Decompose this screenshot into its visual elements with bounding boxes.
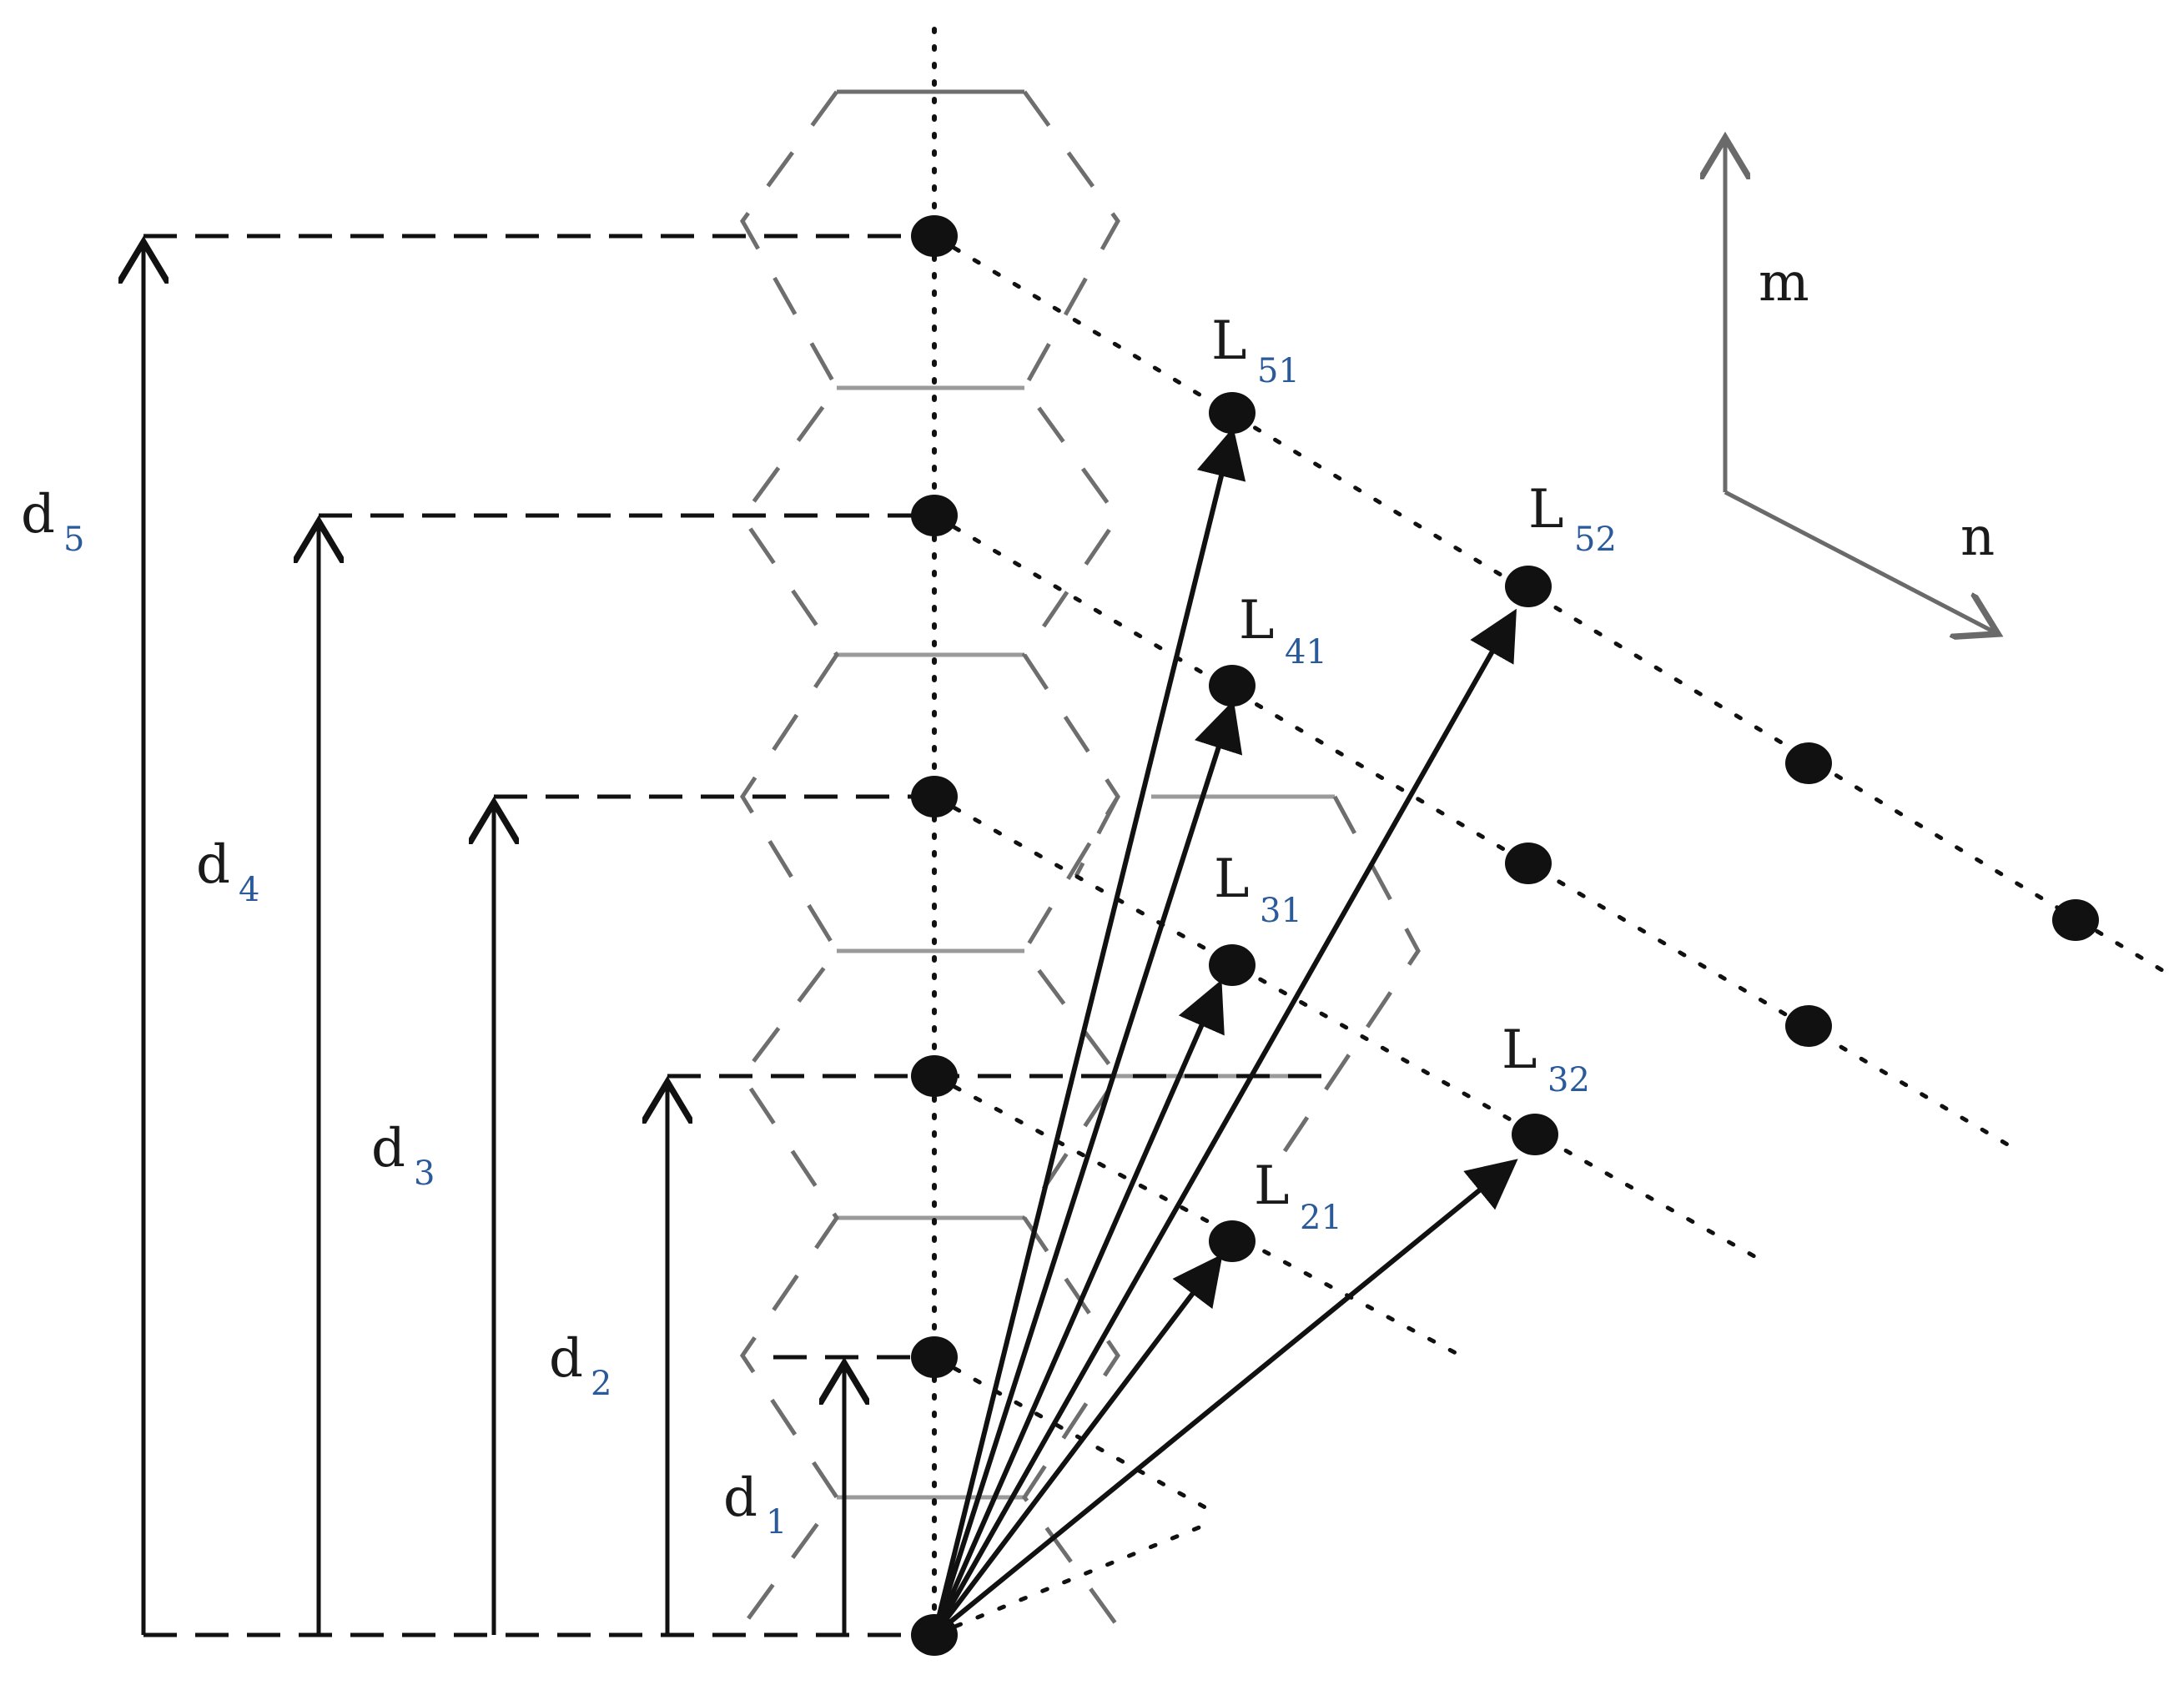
axis-label-m: m <box>1759 252 1809 314</box>
lattice-point <box>2052 899 2099 941</box>
label-d1-sub: 1 <box>766 1503 787 1542</box>
hexagon-lattice <box>739 89 1421 1628</box>
label-L31-main: L <box>1214 848 1250 910</box>
lattice-point <box>1209 1220 1256 1262</box>
label-L41-main: L <box>1239 590 1275 651</box>
label-L31-sub: 31 <box>1260 892 1302 930</box>
vector-L21 <box>932 1254 1223 1637</box>
level-lines <box>143 234 1326 1637</box>
diagonal-rows <box>932 234 2167 1637</box>
vector-L41 <box>932 700 1243 1636</box>
lattice-point <box>911 1055 958 1097</box>
lattice-point <box>911 776 958 817</box>
lattice-vectors <box>932 427 1518 1637</box>
lattice-point <box>1209 392 1256 434</box>
vector-L52 <box>932 608 1517 1637</box>
lattice-point <box>1505 842 1552 884</box>
label-d1-main: d <box>723 1467 757 1529</box>
lattice-point <box>1505 566 1552 607</box>
lattice-point <box>1785 742 1832 784</box>
vector-labels: L 21 L 31 L 32 L 41 L 51 L 52 <box>1211 310 1617 1237</box>
lattice-point <box>911 215 958 257</box>
origin-point <box>911 1614 958 1656</box>
label-d4-main: d <box>196 834 230 896</box>
lattice-points <box>911 215 2099 1656</box>
lattice-point <box>1512 1114 1558 1155</box>
label-L41-sub: 41 <box>1285 633 1327 671</box>
label-d2-main: d <box>549 1328 583 1390</box>
label-d5-sub: 5 <box>63 521 84 559</box>
label-L52-sub: 52 <box>1574 521 1617 559</box>
label-d3-main: d <box>371 1118 405 1180</box>
label-L32-main: L <box>1502 1019 1537 1081</box>
label-d3-sub: 3 <box>414 1154 435 1193</box>
lattice-point <box>911 1336 958 1378</box>
axis-label-n: n <box>1960 506 1995 568</box>
lattice-point <box>1209 944 1256 986</box>
vector-L31 <box>932 979 1225 1637</box>
label-L21-sub: 21 <box>1300 1199 1342 1237</box>
label-d2-sub: 2 <box>591 1365 611 1403</box>
lattice-point <box>1785 1005 1832 1047</box>
label-d5-main: d <box>21 484 55 546</box>
distance-labels: d 1 d 2 d 3 d 4 d 5 <box>21 484 787 1542</box>
label-L51-main: L <box>1211 310 1247 372</box>
label-L51-sub: 51 <box>1257 352 1300 390</box>
vector-L32 <box>933 1159 1518 1637</box>
lattice-point <box>911 495 958 536</box>
axis-indicator <box>1725 138 1998 634</box>
vector-L51 <box>932 427 1246 1636</box>
label-L52-main: L <box>1528 479 1564 541</box>
label-L32-sub: 32 <box>1547 1061 1590 1099</box>
label-L21-main: L <box>1254 1155 1290 1217</box>
distance-arrows <box>143 242 844 1635</box>
lattice-point <box>1209 665 1256 707</box>
label-d4-sub: 4 <box>239 871 259 909</box>
